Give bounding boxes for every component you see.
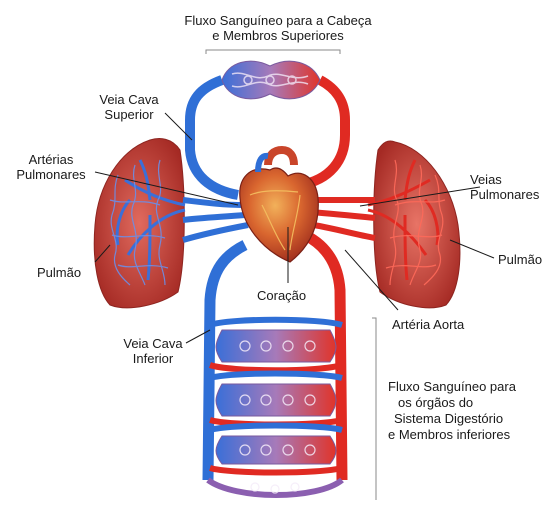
label-pulmonary-arteries: Artérias Pulmonares (8, 152, 94, 182)
lung-right (368, 141, 460, 308)
label-body-flow-line4: e Membros inferiores (388, 427, 516, 443)
right-bracket (372, 318, 376, 500)
label-pulmonary-veins-line1: Veias (470, 172, 539, 187)
label-vena-cava-inferior-line2: Inferior (110, 351, 196, 366)
label-top-flow-line1: Fluxo Sanguíneo para a Cabeça (178, 13, 378, 28)
lung-left (94, 139, 185, 308)
label-top-flow-line2: e Membros Superiores (178, 28, 378, 43)
heart (240, 150, 319, 262)
label-body-flow: Fluxo Sanguíneo para os órgãos do Sistem… (388, 379, 516, 443)
label-vena-cava-inferior: Veia Cava Inferior (110, 336, 196, 366)
label-top-flow: Fluxo Sanguíneo para a Cabeça e Membros … (178, 13, 378, 43)
label-pulmonary-veins-line2: Pulmonares (470, 187, 539, 202)
pulmonary-arteries-vessels (183, 200, 248, 240)
label-pulmonary-veins: Veias Pulmonares (470, 172, 539, 202)
label-vena-cava-inferior-line1: Veia Cava (110, 336, 196, 351)
label-heart: Coração (257, 288, 306, 303)
label-pulmonary-arteries-line2: Pulmonares (8, 167, 94, 182)
vena-cava-superior-vessel (190, 80, 238, 195)
aorta-upper-vessel (300, 80, 345, 185)
label-lung-left: Pulmão (37, 265, 81, 280)
label-body-flow-line2: os órgãos do (388, 395, 516, 411)
label-vena-cava-superior: Veia Cava Superior (86, 92, 172, 122)
label-lung-right: Pulmão (498, 252, 542, 267)
capillary-bed-top (222, 61, 320, 99)
top-bracket (206, 50, 340, 54)
label-body-flow-line1: Fluxo Sanguíneo para (388, 379, 516, 395)
label-vena-cava-superior-line1: Veia Cava (86, 92, 172, 107)
label-aorta: Artéria Aorta (392, 317, 464, 332)
label-body-flow-line3: Sistema Digestório (388, 411, 516, 427)
label-vena-cava-superior-line2: Superior (86, 107, 172, 122)
label-pulmonary-arteries-line1: Artérias (8, 152, 94, 167)
capillary-loops-body (208, 320, 342, 495)
